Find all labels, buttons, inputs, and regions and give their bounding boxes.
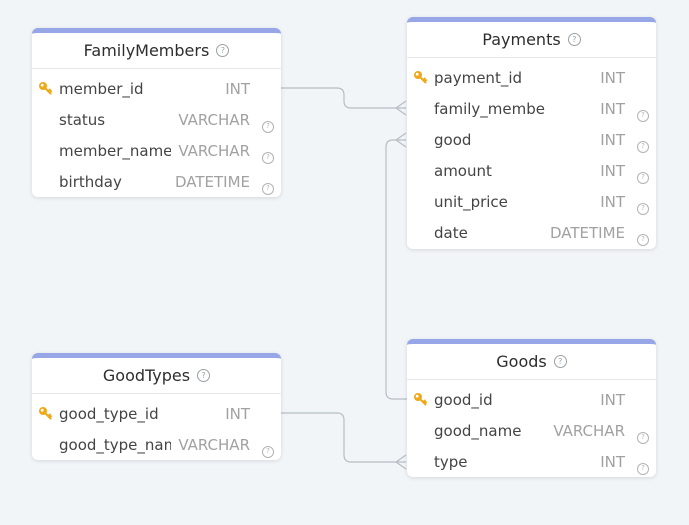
primary-key-icon (38, 406, 52, 420)
field-type: VARCHAR (178, 436, 250, 454)
field-row[interactable]: date DATETIME? (407, 217, 656, 248)
help-icon[interactable]: ? (216, 44, 230, 57)
field-help-icon[interactable]: ? (262, 114, 274, 133)
help-icon[interactable]: ? (637, 431, 649, 444)
field-name: good (434, 131, 472, 149)
field-row[interactable]: good_type_id INT (32, 398, 281, 429)
field-type: VARCHAR (178, 111, 250, 129)
help-icon[interactable]: ? (637, 202, 649, 215)
field-name: good_type_id (59, 405, 159, 423)
field-help-icon[interactable]: ? (637, 134, 649, 153)
field-type: DATETIME (174, 173, 250, 191)
field-help-icon[interactable]: ? (262, 145, 274, 164)
table-header[interactable]: Payments ? (407, 22, 656, 58)
crowfoot-icon (394, 100, 407, 116)
table-title: Payments (482, 30, 561, 49)
field-type: INT (600, 162, 625, 180)
help-icon[interactable]: ? (637, 233, 649, 246)
table-header[interactable]: Goods ? (407, 344, 656, 380)
field-type: INT (600, 69, 625, 87)
field-name: amount (434, 162, 492, 180)
field-name: good_name (434, 422, 522, 440)
field-row[interactable]: amount INT? (407, 155, 656, 186)
field-type: INT (600, 100, 625, 118)
field-type: VARCHAR (553, 422, 625, 440)
table-title: GoodTypes (102, 366, 191, 385)
field-row[interactable]: good_id INT (407, 384, 656, 415)
field-row[interactable]: member_id INT (32, 73, 281, 104)
help-icon[interactable]: ? (262, 151, 274, 164)
table-header[interactable]: FamilyMembers ? (32, 33, 281, 69)
crowfoot-icon (394, 132, 407, 148)
field-help-icon[interactable]: ? (637, 103, 649, 122)
field-name: status (59, 111, 106, 129)
field-name: payment_id (434, 69, 523, 87)
primary-key-icon (38, 81, 52, 95)
field-name: member_id (59, 80, 144, 98)
field-name: good_id (434, 391, 493, 409)
relation-line-family-member (281, 87, 406, 109)
field-type: VARCHAR (178, 142, 250, 160)
help-icon[interactable]: ? (553, 355, 567, 368)
field-type: INT (225, 405, 250, 423)
help-icon[interactable]: ? (262, 182, 274, 195)
help-icon[interactable]: ? (567, 33, 581, 46)
field-type: INT (600, 391, 625, 409)
relation-line-good-type (281, 412, 406, 463)
field-name: type (434, 453, 468, 471)
primary-key-icon (413, 392, 427, 406)
field-help-icon[interactable]: ? (637, 425, 649, 444)
crowfoot-icon (394, 454, 407, 470)
relation-line-good (385, 139, 407, 400)
field-row[interactable]: good_name VARCHAR? (407, 415, 656, 446)
help-icon[interactable]: ? (197, 369, 211, 382)
field-name: birthday (59, 173, 122, 191)
field-name: member_name (59, 142, 171, 160)
field-type: INT (600, 193, 625, 211)
field-type: DATETIME (549, 224, 625, 242)
field-row[interactable]: unit_price INT? (407, 186, 656, 217)
field-help-icon[interactable]: ? (637, 165, 649, 184)
table-title: FamilyMembers (83, 41, 210, 60)
field-row[interactable]: type INT? (407, 446, 656, 477)
help-icon[interactable]: ? (262, 445, 274, 458)
primary-key-icon (413, 70, 427, 84)
help-icon[interactable]: ? (637, 109, 649, 122)
help-icon[interactable]: ? (637, 462, 649, 475)
field-type: INT (600, 453, 625, 471)
field-row[interactable]: family_member INT? (407, 93, 656, 124)
table-title: Goods (496, 352, 547, 371)
field-row[interactable]: good INT? (407, 124, 656, 155)
field-type: INT (600, 131, 625, 149)
help-icon[interactable]: ? (637, 171, 649, 184)
field-row[interactable]: status VARCHAR? (32, 104, 281, 135)
field-name: family_member (434, 100, 546, 118)
field-row[interactable]: good_type_name VARCHAR? (32, 429, 281, 460)
field-name: good_type_name (59, 436, 171, 454)
field-help-icon[interactable]: ? (262, 176, 274, 195)
help-icon[interactable]: ? (262, 120, 274, 133)
field-row[interactable]: member_name VARCHAR? (32, 135, 281, 166)
field-help-icon[interactable]: ? (637, 227, 649, 246)
field-name: unit_price (434, 193, 508, 211)
table-good-types[interactable]: GoodTypes ? good_type_id INT good_type_nam… (32, 353, 281, 460)
field-help-icon[interactable]: ? (262, 439, 274, 458)
field-row[interactable]: payment_id INT (407, 62, 656, 93)
field-help-icon[interactable]: ? (637, 196, 649, 215)
field-row[interactable]: birthday DATETIME? (32, 166, 281, 197)
field-type: INT (225, 80, 250, 98)
field-help-icon[interactable]: ? (637, 456, 649, 475)
field-name: date (434, 224, 468, 242)
table-header[interactable]: GoodTypes ? (32, 358, 281, 394)
help-icon[interactable]: ? (637, 140, 649, 153)
